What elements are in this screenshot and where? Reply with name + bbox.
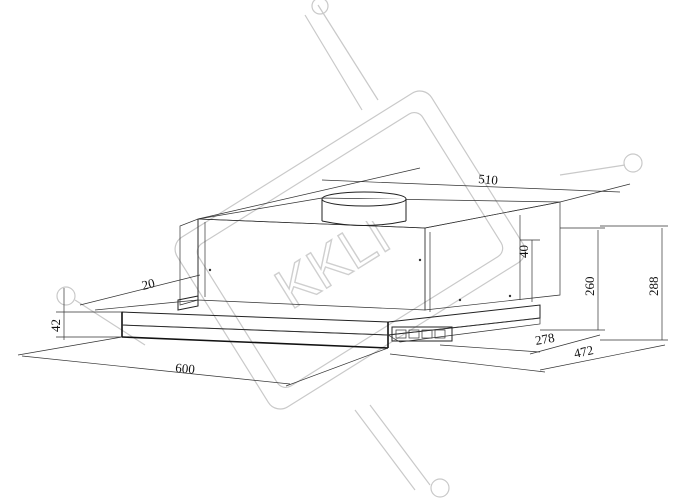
dim-width-top: 510	[478, 171, 499, 188]
dimension-labels: 510 600 472 278 288 260 40 42 20	[48, 171, 661, 377]
dim-depth-total: 472	[573, 342, 595, 361]
watermark: KKLI	[56, 0, 643, 498]
slide-out-panel	[121, 295, 541, 349]
dim-offset: 20	[140, 275, 156, 293]
dim-flange: 40	[516, 245, 531, 258]
control-button-3	[421, 329, 433, 339]
exhaust-collar	[321, 191, 407, 226]
dim-height-body: 260	[582, 277, 597, 297]
dim-width-front: 600	[175, 360, 196, 377]
dim-height-total: 288	[646, 277, 661, 297]
control-panel	[391, 326, 453, 342]
control-button-2	[408, 329, 420, 339]
body-side-face	[424, 201, 561, 311]
hood-body	[179, 197, 561, 312]
dimension-lines	[17, 167, 668, 387]
control-button-4	[434, 329, 446, 339]
dim-depth-slide: 278	[534, 330, 556, 348]
dim-panel-height: 42	[48, 319, 63, 332]
control-button-1	[395, 329, 407, 339]
